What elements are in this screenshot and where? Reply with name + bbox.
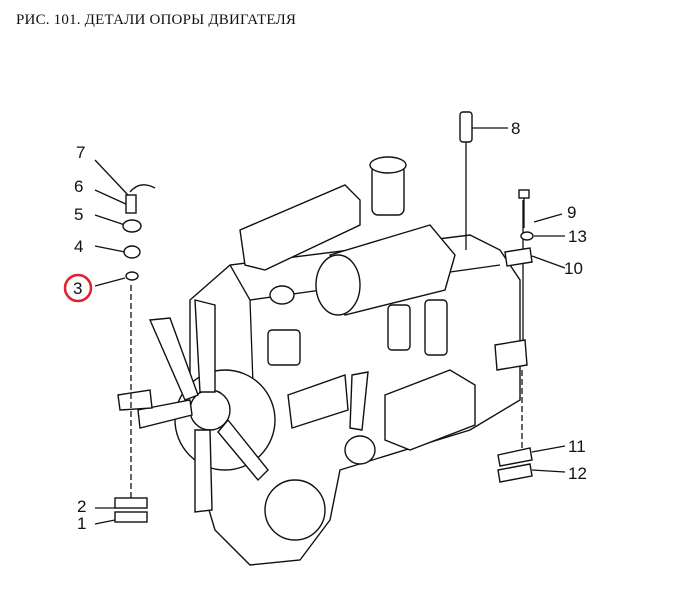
callout-6: 6 — [74, 177, 83, 196]
callout-4: 4 — [74, 237, 83, 256]
figure-title: РИС. 101. ДЕТАЛИ ОПОРЫ ДВИГАТЕЛЯ — [16, 12, 297, 28]
callout-3: 3 — [73, 279, 82, 298]
callout-7: 7 — [76, 143, 85, 162]
callout-8: 8 — [511, 119, 520, 138]
callout-1: 1 — [77, 514, 86, 533]
callout-11: 11 — [568, 437, 586, 456]
callout-9: 9 — [567, 203, 576, 222]
callout-5: 5 — [74, 205, 83, 224]
callout-13: 13 — [568, 227, 587, 246]
callout-10: 10 — [564, 259, 583, 278]
engine-drawing — [117, 156, 528, 566]
callout-12: 12 — [568, 464, 587, 483]
callout-2: 2 — [77, 497, 86, 516]
highlight-circle — [63, 273, 93, 303]
parts — [94, 111, 566, 525]
